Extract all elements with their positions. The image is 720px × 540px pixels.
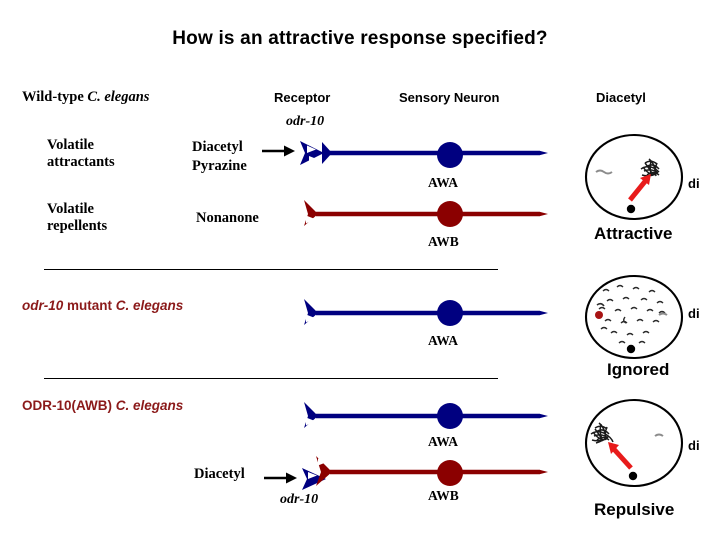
row-label-volatile-attractants: Volatile attractants [47,137,115,170]
neuron-label-awb-row2: AWB [428,234,459,249]
neuron-axon-awa-row4 [304,402,548,428]
ligand-arrow-row5 [264,472,297,484]
neuron-label-awa-row3: AWA [428,333,459,348]
header-strain-plain: Wild-type [22,89,88,105]
strain-species-italic: C. elegans [115,298,184,313]
receptor-awb-native [316,456,332,486]
assay-outcome-attractive: Attractive [594,224,673,243]
ligand-diacetyl-row5: Diacetyl [194,466,245,482]
assay-plate-repulsive [584,398,684,488]
assay-di-label-1: di [688,176,700,191]
neuron-soma-awa-row1 [437,142,463,168]
header-strain: Wild-type C. elegans [22,89,149,106]
neuron-axon-awa-row3 [304,299,548,325]
assay-outcome-ignored: Ignored [607,360,670,379]
assay-plate-ignored [584,274,684,360]
row-label-line1: Volatile [47,137,94,153]
neuron-soma-awb-row2 [437,201,463,227]
assay-origin-dot [626,344,636,354]
receptor-odr10-misexpressed [302,468,326,490]
section-divider-1 [44,269,498,270]
neuron-label-awa-row4: AWA [428,434,459,449]
neuron-soma-awa-row3 [437,300,463,326]
header-sensory-neuron: Sensory Neuron [399,90,500,105]
strain-label-odr10-awb: ODR-10(AWB) C. elegans [22,398,183,413]
ligand-arrow-row1 [262,145,295,157]
neuron-label-awb-row5: AWB [428,488,459,503]
ligand-nonanone-row2: Nonanone [196,210,259,226]
assay-di-label-3: di [688,438,700,453]
header-strain-italic: C. elegans [87,89,150,105]
row-label-line2: repellents [47,217,108,234]
assay-di-label-2: di [688,306,700,321]
neuron-axon-awb-row5 [302,456,548,490]
assay-origin-dot [626,204,636,214]
gene-label-odr10-row1: odr-10 [286,114,325,129]
section-divider-2 [44,378,498,379]
assay-arrow-repulsive [608,442,633,470]
neuron-label-awa-row1: AWA [428,175,459,190]
neuron-soma-awb-row5 [437,460,463,486]
row-label-volatile-repellents: Volatile repellents [47,201,107,234]
neuron-soma-awa-row4 [437,403,463,429]
assay-plate-attractive [584,133,684,221]
assay-arrow-attractive [628,174,651,202]
strain-gene-italic: odr-10 [22,298,64,313]
header-receptor: Receptor [274,90,331,105]
assay-origin-dot [628,471,638,481]
neuron-axon-awa-row1 [300,141,548,165]
neuron-axon-awb-row2 [304,200,548,226]
ligand-pyrazine-row1: Pyrazine [192,158,247,174]
row-label-line2: attractants [47,153,115,170]
page-title: How is an attractive response specified? [172,28,548,49]
strain-species-italic-2: C. elegans [115,398,184,413]
strain-mutant-rest: mutant [63,298,116,313]
assay-outcome-repulsive: Repulsive [594,500,675,519]
ligand-diacetyl-row1: Diacetyl [192,139,243,155]
strain-transgene-name: ODR-10(AWB) [22,398,112,413]
row-label-line1: Volatile [47,201,94,217]
header-diacetyl: Diacetyl [596,90,646,105]
strain-label-odr10-mutant: odr-10 mutant C. elegans [22,298,183,313]
gene-label-odr10-row5: odr-10 [280,492,319,507]
